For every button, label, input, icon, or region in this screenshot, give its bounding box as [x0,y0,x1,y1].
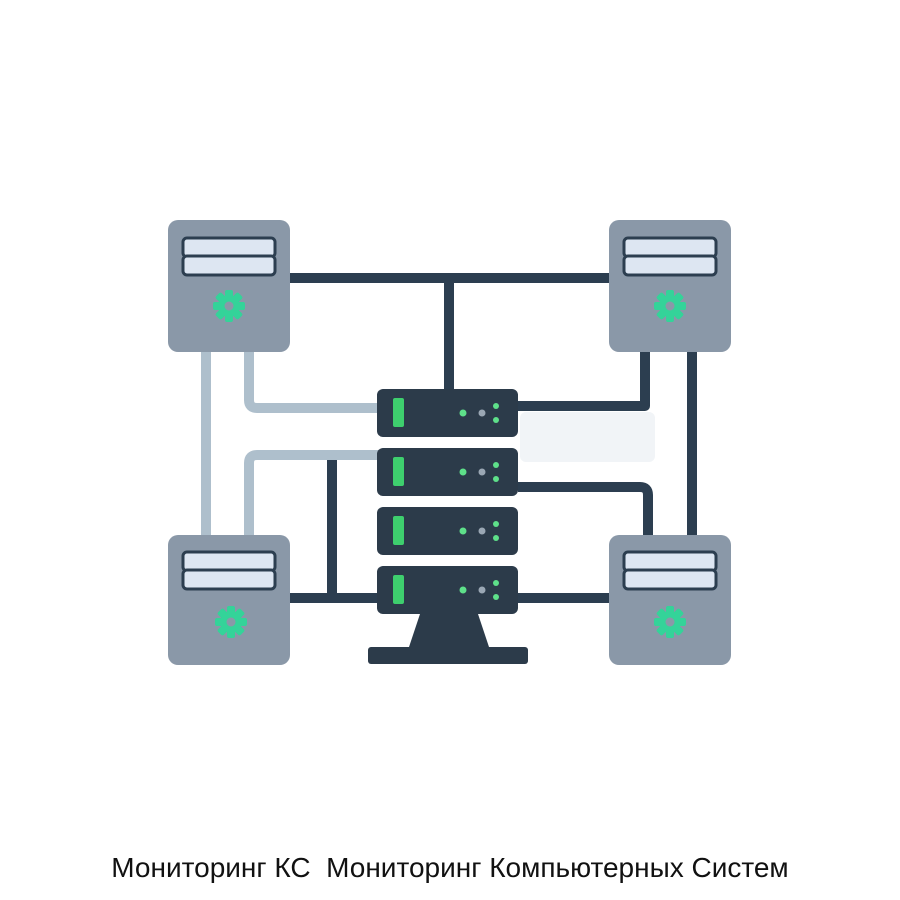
link-rack-to-br [518,482,653,540]
server-bottom-left-icon [168,535,290,665]
link-light-tl-to-rack [244,350,380,413]
monitor-stand-icon [368,614,528,664]
rack-server-icon [368,389,528,664]
link-light-bl-to-rack [244,450,380,540]
server-top-right-icon [609,220,731,352]
server-bottom-right-icon [609,535,731,665]
gear-icon [213,290,245,322]
rack-unit-1 [377,389,518,437]
gear-icon [654,606,686,638]
gear-icon [215,606,247,638]
gear-icon [654,290,686,322]
highlight-glow [520,412,655,462]
rack-unit-4 [377,566,518,614]
caption: Мониторинг КС Мониторинг Компьютерных Си… [111,852,789,883]
rack-unit-2 [377,448,518,496]
link-right-server1-to-rack [518,350,650,411]
server-top-left-icon [168,220,290,352]
rack-unit-3 [377,507,518,555]
connections [201,273,697,603]
